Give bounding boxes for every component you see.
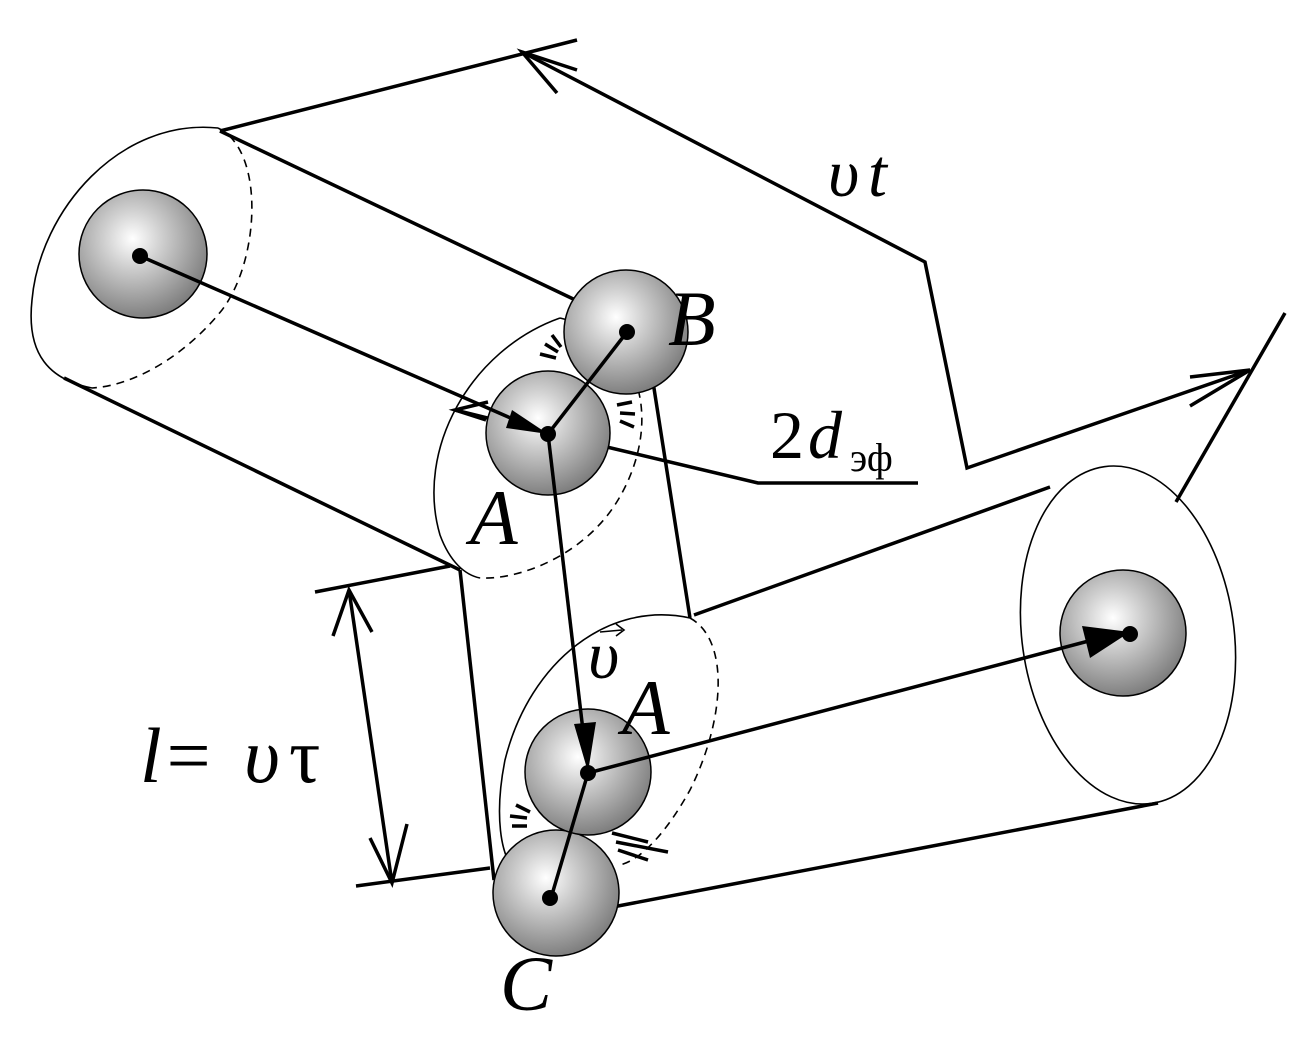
impact-mark [611,831,649,844]
impact-mark [619,419,635,429]
trajectory-arrowhead-3 [1082,626,1130,658]
center-dot-end [1122,626,1138,642]
impact-mark [509,814,528,820]
vt-end-tick [1174,312,1287,503]
cylinder-segment-3 [554,465,1237,920]
cylinder-1-end-ellipse-back [479,317,643,579]
impact-mark [539,352,557,360]
label-d: d [808,397,843,473]
path-length-dimension [219,38,1287,503]
vt-arrow-start [516,48,578,95]
impact-mark [544,342,559,354]
trajectory-segment-1 [139,254,539,432]
molecule-trajectory [139,254,1130,899]
l-top-extension [314,564,451,594]
cylinder-2-left-edge [458,569,496,881]
l-arrow-top [331,585,374,637]
impact-mark [615,840,669,854]
label-eff: эф [850,435,893,480]
label-vt-v: υ [828,135,859,211]
trajectory-segment-3 [587,636,1101,775]
cylinder-3-top-edge [693,485,1051,617]
impact-mark [550,333,563,349]
label-velocity: υ [588,617,619,693]
velocity-vector-tip [615,623,626,637]
cylinder-1-top-edge [219,129,631,328]
center-dot-a-first [540,426,556,442]
label-l-v: υ [244,712,280,799]
vt-arrow-end [1189,368,1251,408]
center-dot-b [619,324,635,340]
center-line-a-c [549,772,590,899]
l-bottom-extension [355,866,491,888]
impact-mark [617,848,649,862]
collision-marks-top [539,333,636,429]
l-dimension-line [347,589,394,884]
vt-extension-line [219,38,578,133]
label-vt-t: t [868,135,889,211]
cylinder-segment-2 [458,349,719,881]
cylinder-3-end-ellipse [1019,465,1237,805]
center-dot-a-second [580,765,596,781]
impact-mark [619,411,636,416]
cylinder-3-bottom-edge [554,801,1159,920]
cylinder-1-hidden-edge [91,127,253,389]
center-dot-c [542,890,558,906]
center-dot-start [132,248,148,264]
label-2: 2 [770,397,804,473]
impact-mark [616,400,633,407]
cylinder-2-right-edge [646,349,692,619]
label-l-tau: τ [289,712,320,799]
trajectory-segment-2 [546,433,588,757]
label-c: C [500,940,553,1027]
vt-dimension-line [521,50,1251,471]
cylinder-1-start-ellipse [30,126,219,389]
cylinder-segment-1 [30,126,643,579]
effective-diameter-leader [547,431,918,485]
impact-mark [515,803,531,814]
trajectory-arrowhead-1 [506,410,548,434]
label-l-equals: l= [140,712,214,799]
label-a-bottom: A [617,664,670,751]
velocity-vector-bar [599,629,623,633]
cylinder-2-end-ellipse-back [619,617,719,866]
cylinder-1-bottom-edge [63,376,461,572]
label-a-top: A [465,474,518,561]
cylinder-1-end-ellipse-front [433,317,561,579]
label-b: B [668,275,716,362]
free-path-dimension [314,564,491,889]
trajectory-arrowhead-2 [574,722,596,772]
cylinder-2-end-ellipse-front [498,614,691,876]
collision-marks-bottom [509,803,669,862]
l-arrow-bottom [368,823,409,889]
center-line-a-b [546,330,629,436]
